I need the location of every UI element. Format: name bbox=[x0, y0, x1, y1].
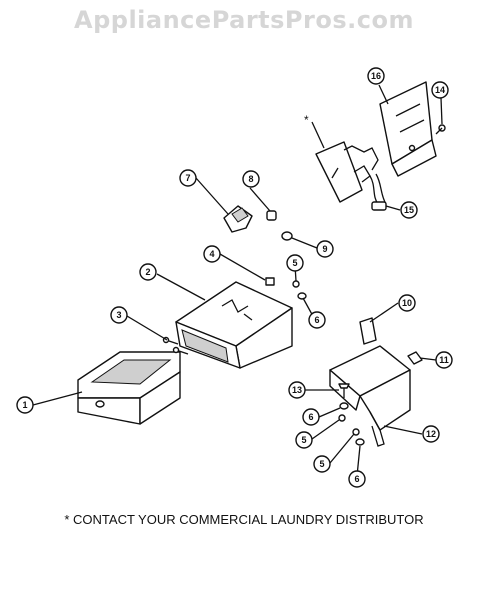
part-dispenser-housing bbox=[175, 281, 293, 369]
part-screw-5c bbox=[352, 428, 360, 436]
svg-text:12: 12 bbox=[426, 429, 436, 439]
callout-9: 9 bbox=[316, 240, 334, 258]
part-bracket bbox=[379, 81, 437, 177]
part-clip-10 bbox=[359, 317, 377, 345]
callout-1: 1 bbox=[16, 396, 34, 414]
svg-text:13: 13 bbox=[292, 385, 302, 395]
part-wire-harness bbox=[369, 173, 387, 211]
callout-4: 4 bbox=[203, 245, 221, 263]
svg-text:10: 10 bbox=[402, 298, 412, 308]
callout-7: 7 bbox=[179, 169, 197, 187]
asterisk-marker: * bbox=[304, 113, 309, 127]
callout-5b: 5 bbox=[295, 431, 313, 449]
part-mounting-bracket bbox=[329, 345, 411, 447]
svg-text:5: 5 bbox=[292, 258, 297, 268]
callout-11: 11 bbox=[435, 351, 453, 369]
part-cap-11 bbox=[407, 351, 423, 365]
part-screws bbox=[162, 336, 189, 355]
callout-5c: 5 bbox=[313, 455, 331, 473]
svg-text:8: 8 bbox=[248, 174, 253, 184]
callout-16: 16 bbox=[367, 67, 385, 85]
part-switch-assembly bbox=[315, 141, 379, 203]
callout-3: 3 bbox=[110, 306, 128, 324]
callout-2: 2 bbox=[139, 263, 157, 281]
svg-text:11: 11 bbox=[439, 355, 449, 365]
svg-text:4: 4 bbox=[209, 249, 214, 259]
part-screw-14 bbox=[435, 124, 446, 135]
callout-10: 10 bbox=[398, 294, 416, 312]
svg-text:15: 15 bbox=[404, 205, 414, 215]
callout-6c: 6 bbox=[348, 470, 366, 488]
svg-text:6: 6 bbox=[308, 412, 313, 422]
svg-text:1: 1 bbox=[22, 400, 27, 410]
svg-text:6: 6 bbox=[314, 315, 319, 325]
svg-text:7: 7 bbox=[185, 173, 190, 183]
part-washer-6a bbox=[297, 292, 307, 300]
svg-text:3: 3 bbox=[116, 310, 121, 320]
callout-13: 13 bbox=[288, 381, 306, 399]
svg-text:6: 6 bbox=[354, 474, 359, 484]
svg-text:2: 2 bbox=[145, 267, 150, 277]
leader-lines bbox=[32, 84, 443, 477]
part-drawer-tray bbox=[77, 351, 181, 425]
callout-6a: 6 bbox=[308, 311, 326, 329]
callout-6b: 6 bbox=[302, 408, 320, 426]
footer-note: * CONTACT YOUR COMMERCIAL LAUNDRY DISTRI… bbox=[64, 512, 424, 527]
part-plug-4 bbox=[265, 277, 275, 286]
callout-8: 8 bbox=[242, 170, 260, 188]
svg-text:9: 9 bbox=[322, 244, 327, 254]
svg-text:5: 5 bbox=[301, 435, 306, 445]
part-nut-8 bbox=[266, 210, 277, 221]
callout-14: 14 bbox=[431, 81, 449, 99]
callout-15: 15 bbox=[400, 201, 418, 219]
svg-text:14: 14 bbox=[435, 85, 445, 95]
svg-text:5: 5 bbox=[319, 459, 324, 469]
svg-text:16: 16 bbox=[371, 71, 381, 81]
callout-12: 12 bbox=[422, 425, 440, 443]
part-washer-6b bbox=[339, 402, 349, 410]
part-plug-9 bbox=[281, 231, 293, 241]
watermark-text: AppliancePartsPros.com bbox=[74, 6, 414, 34]
part-screw-13 bbox=[338, 383, 350, 398]
callout-5a: 5 bbox=[286, 254, 304, 272]
part-screw-5a bbox=[292, 280, 300, 288]
part-knob bbox=[223, 205, 253, 233]
part-washer-6c bbox=[355, 438, 365, 446]
part-screw-5b bbox=[338, 414, 346, 422]
